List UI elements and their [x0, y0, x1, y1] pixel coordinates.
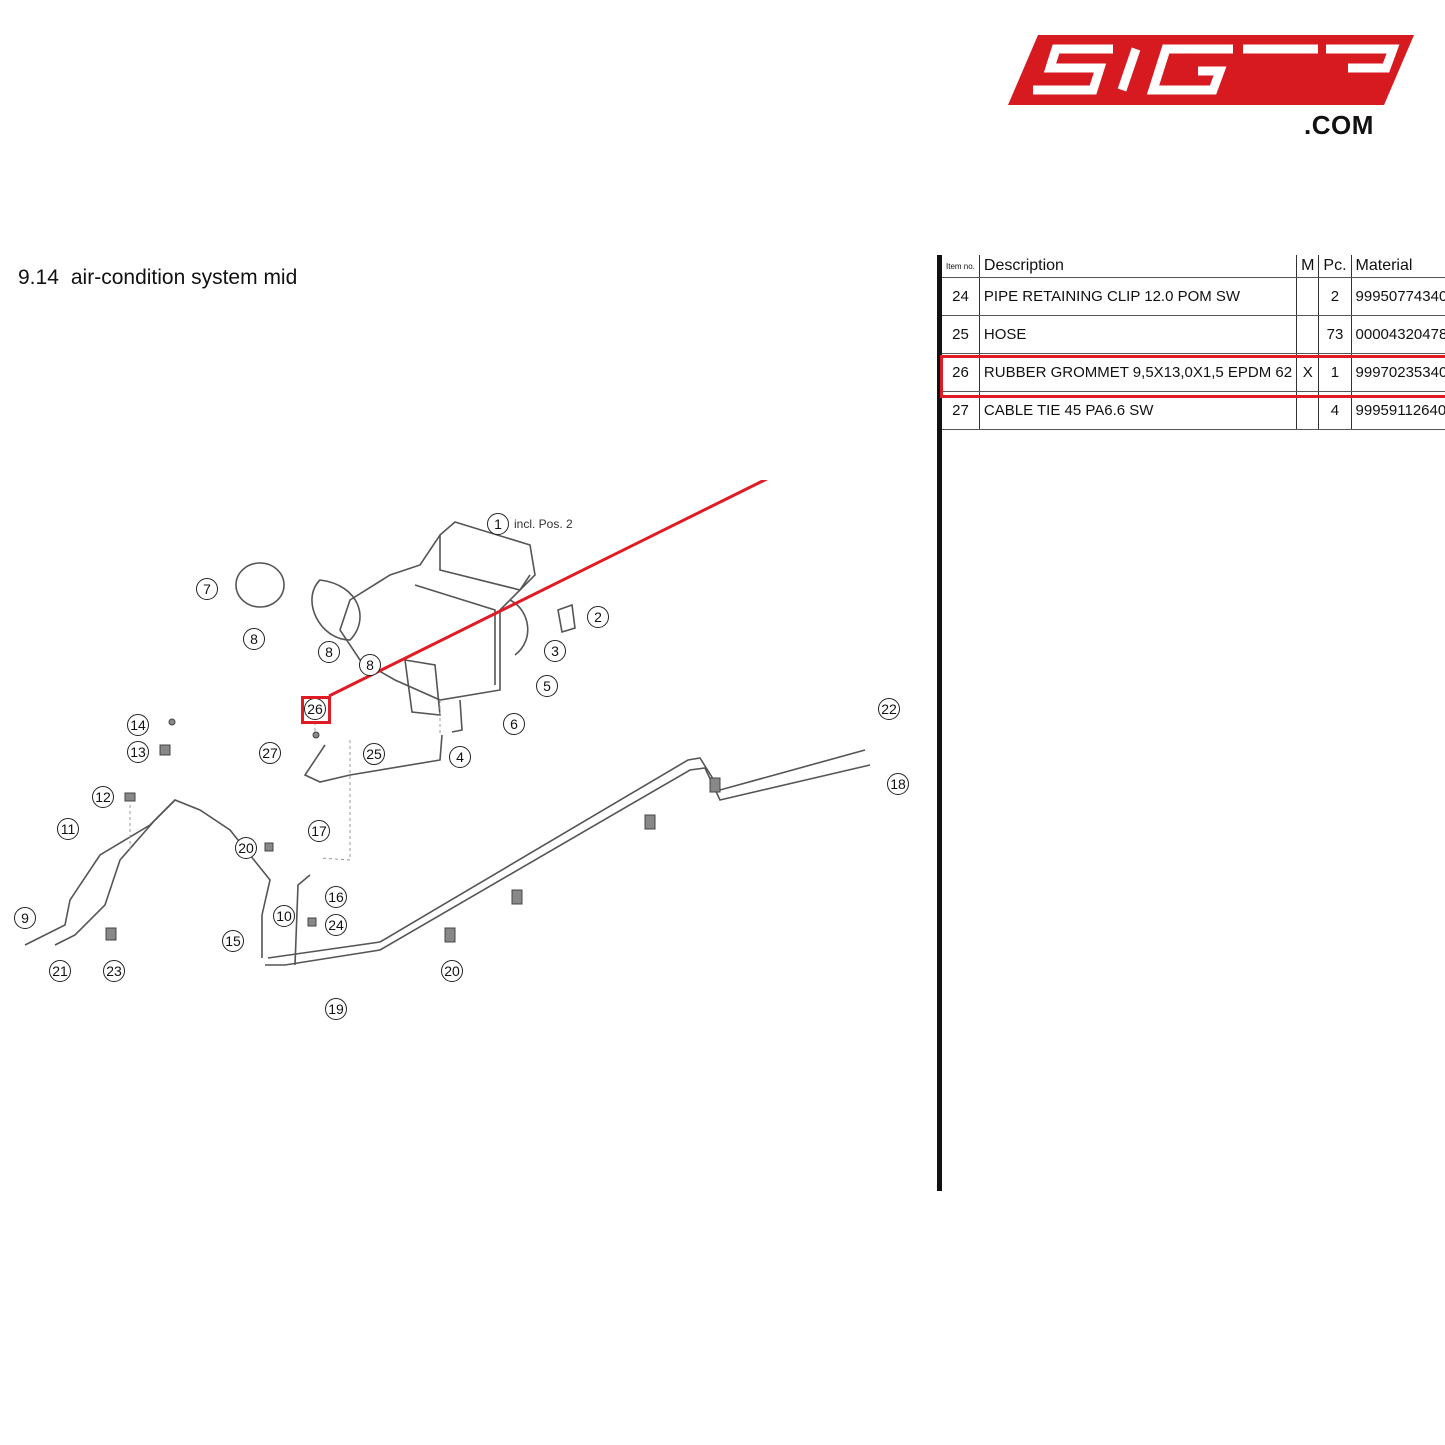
highlight-leader-line: [328, 480, 768, 698]
callout-11[interactable]: 11: [57, 818, 79, 840]
parts-table: Item no. Description M Pc. Material 24 P…: [942, 255, 1445, 430]
callout-24[interactable]: 24: [325, 914, 347, 936]
table-header: Item no. Description M Pc. Material: [942, 255, 1445, 278]
material: 99970235340: [1350, 353, 1445, 392]
callout-20[interactable]: 20: [441, 960, 463, 982]
callout-23[interactable]: 23: [103, 960, 125, 982]
callout-21[interactable]: 21: [49, 960, 71, 982]
callout-2[interactable]: 2: [587, 606, 609, 628]
callout-1[interactable]: 1: [487, 513, 509, 535]
m-flag: [1296, 391, 1319, 430]
col-material: Material: [1350, 255, 1445, 278]
material: 00004320478: [1350, 315, 1445, 354]
callout-15[interactable]: 15: [222, 930, 244, 952]
col-pc: Pc.: [1318, 255, 1352, 278]
pieces: 2: [1318, 277, 1352, 316]
callout-27[interactable]: 27: [259, 742, 281, 764]
col-item: Item no.: [942, 255, 980, 278]
m-flag: X: [1296, 353, 1319, 392]
page-title: 9.14 air-condition system mid: [18, 266, 309, 290]
description: RUBBER GROMMET 9,5X13,0X1,5 EPDM 62: [978, 353, 1297, 392]
callout-20[interactable]: 20: [235, 837, 257, 859]
callout-12[interactable]: 12: [92, 786, 114, 808]
section-number: 9.14: [18, 266, 59, 289]
sigt3-logo: [1008, 35, 1414, 105]
pieces: 73: [1318, 315, 1352, 354]
callout-note: incl. Pos. 2: [514, 517, 573, 531]
callout-18[interactable]: 18: [887, 773, 909, 795]
callout-22[interactable]: 22: [878, 698, 900, 720]
item-no: 26: [942, 353, 980, 392]
callout-6[interactable]: 6: [503, 713, 525, 735]
callout-8[interactable]: 8: [243, 628, 265, 650]
table-row[interactable]: 24 PIPE RETAINING CLIP 12.0 POM SW 2 999…: [942, 277, 1445, 316]
pieces: 1: [1318, 353, 1352, 392]
description: HOSE: [978, 315, 1297, 354]
logo-domain: .COM: [1304, 110, 1374, 140]
callout-5[interactable]: 5: [536, 675, 558, 697]
callout-3[interactable]: 3: [544, 640, 566, 662]
row-highlight-box: [940, 355, 1445, 398]
hvac-housing: [339, 521, 536, 701]
section-title: air-condition system mid: [70, 266, 298, 289]
exploded-diagram: [24, 480, 871, 966]
callout-19[interactable]: 19: [325, 998, 347, 1020]
table-row[interactable]: 25 HOSE 73 00004320478: [942, 315, 1445, 354]
callout-25[interactable]: 25: [363, 743, 385, 765]
item-no: 25: [942, 315, 980, 354]
callout-17[interactable]: 17: [308, 820, 330, 842]
table-divider: [937, 255, 942, 1191]
m-flag: [1296, 277, 1319, 316]
col-m: M: [1296, 255, 1319, 278]
callout-highlight-box: [301, 696, 331, 724]
callout-4[interactable]: 4: [449, 746, 471, 768]
callout-9[interactable]: 9: [14, 907, 36, 929]
callout-7[interactable]: 7: [196, 578, 218, 600]
col-description: Description: [978, 255, 1297, 278]
item-no: 24: [942, 277, 980, 316]
callout-8[interactable]: 8: [318, 641, 340, 663]
material: 99950774340: [1350, 277, 1445, 316]
callout-8[interactable]: 8: [359, 654, 381, 676]
callout-16[interactable]: 16: [325, 886, 347, 908]
callout-10[interactable]: 10: [273, 905, 295, 927]
table-row-highlighted[interactable]: 26 RUBBER GROMMET 9,5X13,0X1,5 EPDM 62 X…: [942, 353, 1445, 392]
callout-13[interactable]: 13: [127, 741, 149, 763]
description: PIPE RETAINING CLIP 12.0 POM SW: [978, 277, 1297, 316]
m-flag: [1296, 315, 1319, 354]
callout-14[interactable]: 14: [127, 714, 149, 736]
